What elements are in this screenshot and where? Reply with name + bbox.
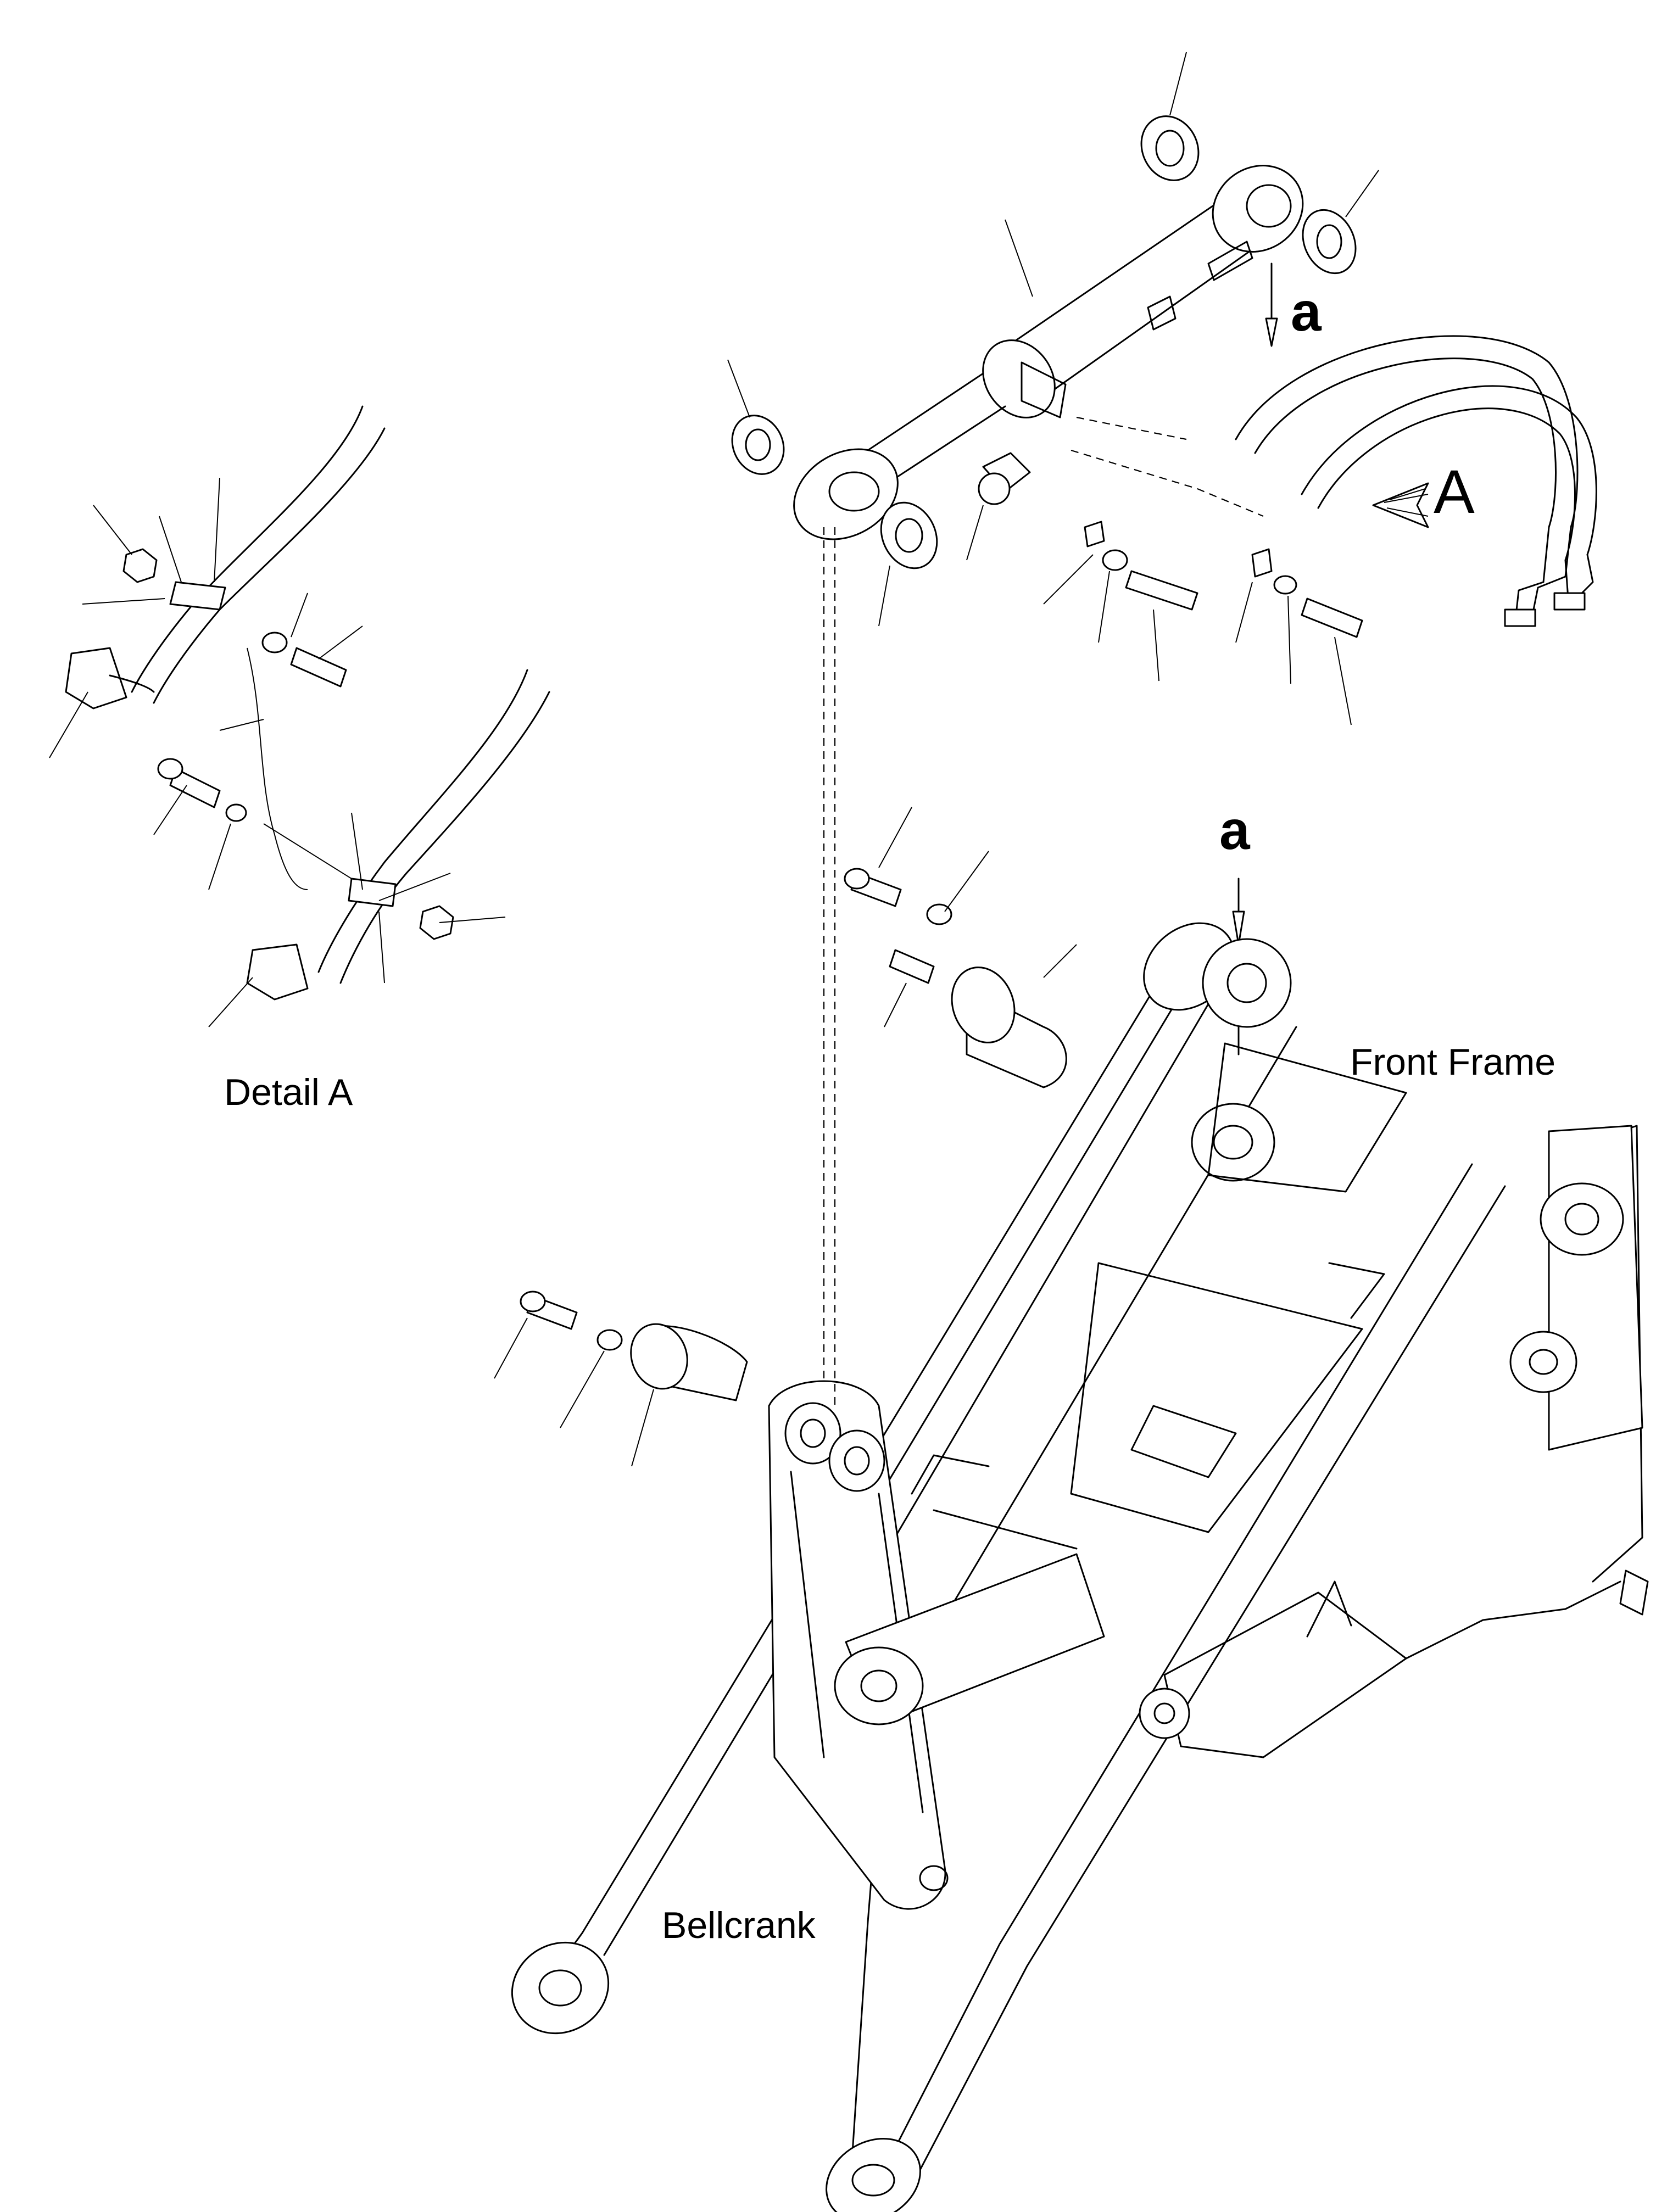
detail-a-arrow-label: A <box>1434 457 1475 526</box>
front-frame-assembly <box>494 527 1649 2212</box>
detail-a-caption: Detail A <box>224 1071 353 1113</box>
front-frame-label: Front Frame <box>1350 1041 1556 1083</box>
view-arrow-a-top-label: a <box>1291 281 1322 343</box>
view-arrow-a-mid-label: a <box>1219 800 1250 861</box>
hydraulic-cylinder <box>727 52 1379 725</box>
detail-a-drawing <box>49 405 550 1027</box>
hydraulic-hoses <box>1235 335 1597 627</box>
bellcrank-label: Bellcrank <box>662 1904 816 1946</box>
